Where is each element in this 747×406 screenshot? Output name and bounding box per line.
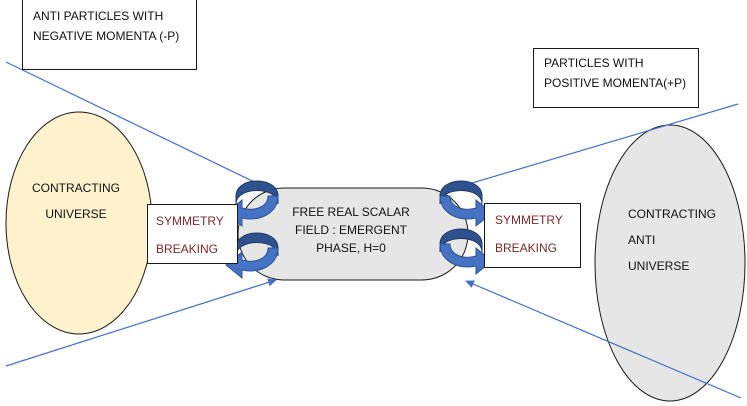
scalar-field-line-1: FREE REAL SCALAR [292,205,410,219]
particles-line-2: POSITIVE MOMENTA(+P) [544,76,687,90]
anti-particles-line-1: ANTI PARTICLES WITH [33,9,164,23]
upper-right-line [451,103,739,191]
right-universe-line-1: CONTRACTING [628,207,716,221]
left-symmetry-line-1: SYMMETRY [156,214,224,228]
anti-particles-line-2: NEGATIVE MOMENTA (-P) [33,29,180,43]
left-universe-label: CONTRACTING UNIVERSE [0,175,152,227]
left-symmetry-breaking: SYMMETRY BREAKING [147,204,238,264]
right-universe-line-3: UNIVERSE [628,259,690,273]
scalar-field-line-3: PHASE, H=0 [316,241,386,255]
particles-label: PARTICLES WITH POSITIVE MOMENTA(+P) [533,48,699,108]
left-symmetry-line-2: BREAKING [156,242,219,256]
left-universe-line-1: CONTRACTING [32,181,120,195]
particles-line-1: PARTICLES WITH [544,56,644,70]
right-symmetry-line-2: BREAKING [495,241,558,255]
scalar-field-line-2: FIELD : EMERGENT [294,223,407,237]
right-universe-ellipse [594,124,746,402]
right-universe-line-2: ANTI [628,233,656,247]
upper-left-line [5,61,274,192]
left-universe-line-2: UNIVERSE [45,207,107,221]
right-symmetry-breaking: SYMMETRY BREAKING [484,203,581,268]
right-symmetry-line-1: SYMMETRY [495,213,563,227]
lower-right-line [465,280,742,399]
right-universe-label: CONTRACTING ANTI UNIVERSE [628,201,716,279]
anti-particles-label: ANTI PARTICLES WITH NEGATIVE MOMENTA (-P… [22,0,197,70]
lower-left-line [5,278,277,367]
scalar-field-label: FREE REAL SCALAR FIELD : EMERGENT PHASE,… [278,203,424,257]
